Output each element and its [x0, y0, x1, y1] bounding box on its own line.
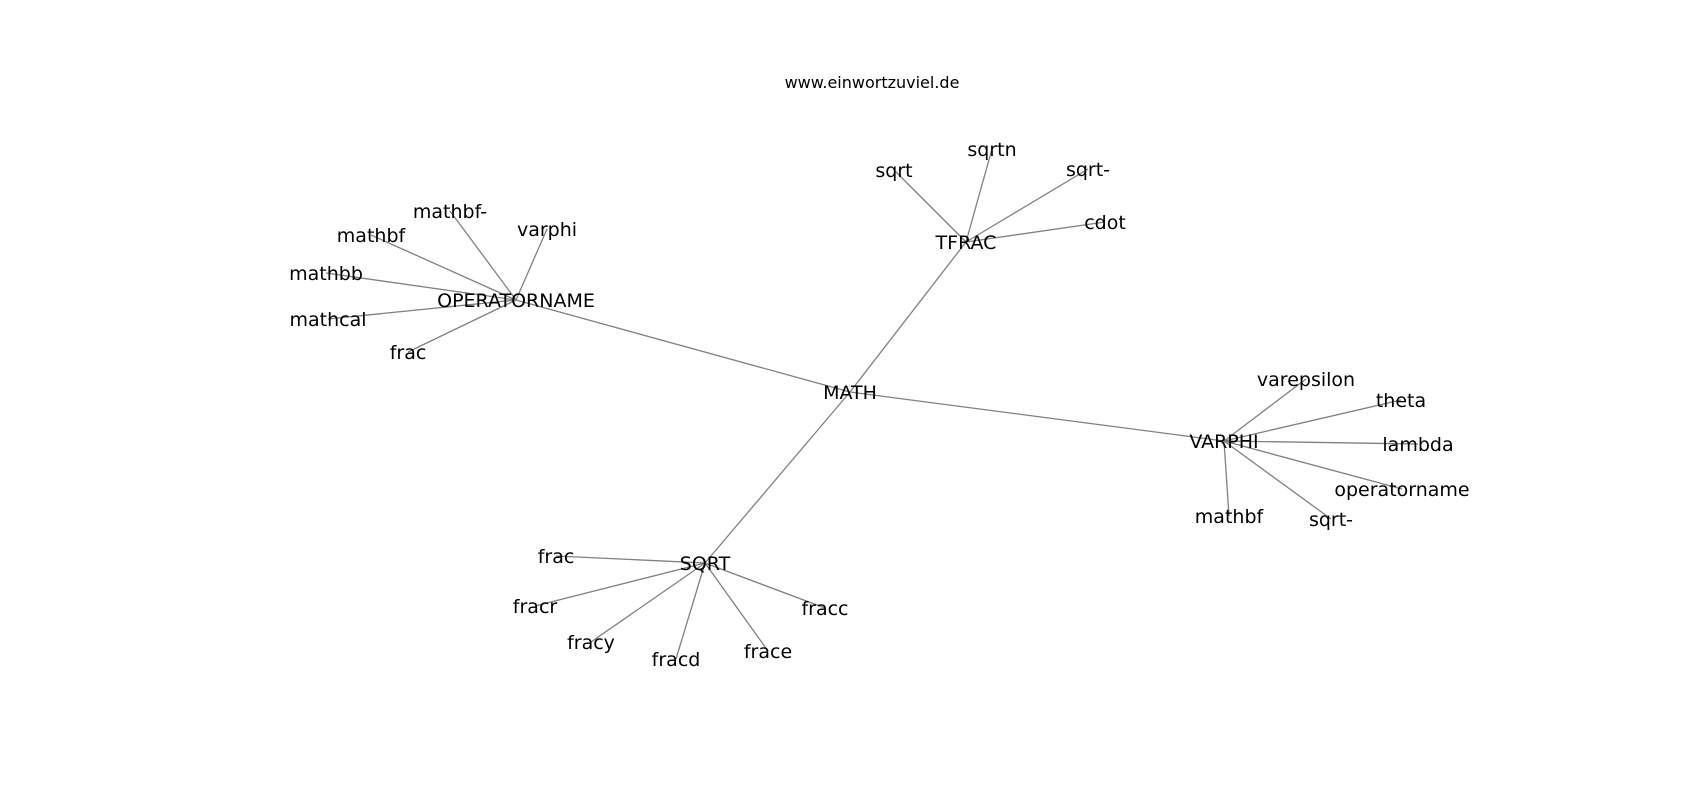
leaf-node-label: lambda: [1382, 434, 1453, 456]
edge-hub-to-leaf: [704, 562, 769, 652]
edge-hub-to-leaf: [675, 562, 706, 660]
edge-root-to-hub: [515, 299, 851, 393]
leaf-node-label: fracr: [513, 596, 558, 618]
edge-layer: [325, 148, 1419, 660]
label-layer: MATH OPERATORNAME mathbf-varphi mathbf mathb…: [289, 139, 1470, 671]
hub-node-label: TFRAC: [935, 232, 997, 254]
edge-hub-to-leaf: [590, 562, 706, 643]
edge-hub-to-leaf: [1223, 440, 1230, 517]
leaf-node-label: theta: [1376, 390, 1426, 412]
edge-hub-to-leaf: [1223, 440, 1403, 490]
edge-root-to-hub: [704, 391, 851, 564]
leaf-node-label: frac: [538, 546, 575, 568]
leaf-node-label: frac: [390, 342, 427, 364]
leaf-node-label: frace: [744, 641, 792, 663]
leaf-node-label: mathbb: [289, 263, 363, 285]
leaf-node-label: operatorname: [1334, 479, 1469, 501]
edge-root-to-hub: [849, 241, 967, 393]
edge-hub-to-leaf: [449, 210, 517, 301]
edge-hub-to-leaf: [407, 299, 517, 353]
edge-hub-to-leaf: [515, 228, 548, 301]
edge-hub-to-leaf: [327, 299, 517, 320]
site-caption: www.einwortzuviel.de: [785, 73, 960, 92]
edge-hub-to-leaf: [534, 562, 706, 607]
root-node-label: MATH: [823, 382, 877, 404]
leaf-node-label: cdot: [1084, 212, 1126, 234]
leaf-node-label: fracd: [652, 649, 701, 671]
hub-node-label: OPERATORNAME: [437, 290, 595, 312]
leaf-node-label: fracc: [801, 598, 848, 620]
leaf-node-label: varphi: [517, 219, 577, 241]
edge-hub-to-leaf: [1223, 440, 1419, 445]
edge-hub-to-leaf: [704, 562, 826, 609]
edge-hub-to-leaf: [893, 169, 967, 243]
edge-hub-to-leaf: [555, 555, 706, 564]
edge-hub-to-leaf: [965, 221, 1106, 243]
hub-node-label: VARPHI: [1189, 431, 1258, 453]
leaf-node-label: mathcal: [289, 309, 366, 331]
edge-hub-to-leaf: [370, 234, 517, 301]
edge-hub-to-leaf: [1223, 399, 1402, 442]
leaf-node-label: mathbf-: [413, 201, 487, 223]
edge-hub-to-leaf: [1223, 440, 1332, 520]
leaf-node-label: fracy: [567, 632, 615, 654]
leaf-node-label: sqrt-: [1066, 159, 1110, 181]
leaf-node-label: sqrt-: [1309, 509, 1353, 531]
leaf-node-label: mathbf: [1195, 506, 1265, 528]
edge-hub-to-leaf: [965, 148, 993, 243]
edge-root-to-hub: [849, 391, 1225, 442]
leaf-node-label: mathbf: [337, 225, 407, 247]
leaf-node-label: varepsilon: [1257, 369, 1355, 391]
hub-node-label: SQRT: [680, 553, 731, 575]
leaf-node-label: sqrt: [875, 160, 912, 182]
edge-hub-to-leaf: [325, 272, 517, 301]
edge-hub-to-leaf: [965, 168, 1089, 243]
leaf-node-label: sqrtn: [967, 139, 1016, 161]
edge-hub-to-leaf: [1223, 378, 1307, 442]
